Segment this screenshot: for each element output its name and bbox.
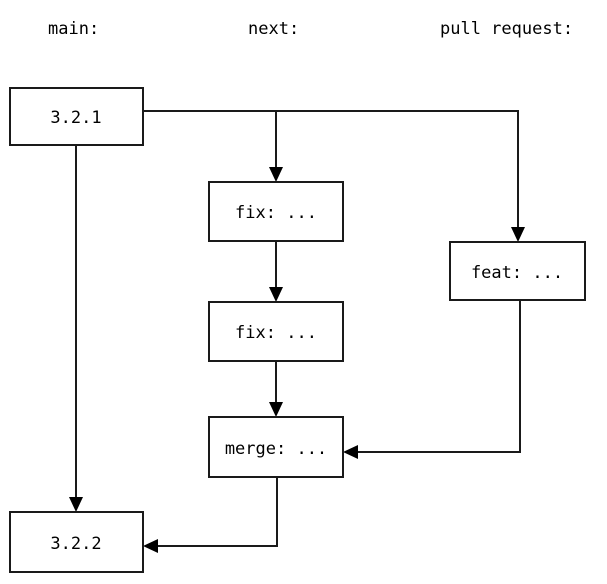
arrowhead-icon [69, 497, 83, 512]
edge-feat-to-merge [343, 300, 521, 459]
node-box[interactable] [208, 416, 344, 478]
arrowhead-icon [511, 227, 525, 242]
column-header-next: next: [248, 19, 299, 39]
edge-line [276, 110, 519, 234]
node-box[interactable] [9, 87, 144, 146]
edge-v321-to-v322 [69, 145, 83, 512]
node-fix-1[interactable]: fix: ... [208, 181, 344, 242]
column-header-main: main: [48, 19, 99, 39]
node-label: 3.2.2 [50, 534, 101, 554]
edge-fix2-to-merge [269, 361, 283, 417]
node-merge[interactable]: merge: ... [208, 416, 344, 478]
edge-fix1-to-fix2 [269, 241, 283, 302]
edge-line [143, 110, 277, 174]
arrowhead-icon [143, 539, 158, 553]
node-box[interactable] [449, 241, 586, 301]
edge-v321-to-feat [276, 110, 525, 242]
edge-line [151, 477, 278, 547]
node-3-2-2[interactable]: 3.2.2 [9, 511, 144, 573]
edge-line [351, 300, 521, 453]
arrowhead-icon [269, 287, 283, 302]
edge-merge-to-v322 [143, 477, 278, 553]
node-label: fix: ... [235, 323, 317, 343]
node-box[interactable] [208, 301, 344, 362]
arrowhead-icon [269, 402, 283, 417]
column-header-pull-request: pull request: [440, 19, 573, 39]
node-box[interactable] [9, 511, 144, 573]
node-3-2-1[interactable]: 3.2.1 [9, 87, 144, 146]
edge-v321-to-fix1 [143, 110, 283, 182]
edges [69, 110, 525, 553]
node-label: 3.2.1 [50, 108, 101, 128]
node-label: feat: ... [471, 263, 563, 283]
node-label: fix: ... [235, 203, 317, 223]
node-label: merge: ... [225, 439, 327, 459]
column-headers: main: next: pull request: [48, 19, 573, 39]
arrowhead-icon [343, 445, 358, 459]
node-box[interactable] [208, 181, 344, 242]
node-fix-2[interactable]: fix: ... [208, 301, 344, 362]
arrowhead-icon [269, 167, 283, 182]
node-feat[interactable]: feat: ... [449, 241, 586, 301]
nodes: 3.2.1 fix: ... fix: ... merge: ... feat:… [9, 87, 586, 573]
